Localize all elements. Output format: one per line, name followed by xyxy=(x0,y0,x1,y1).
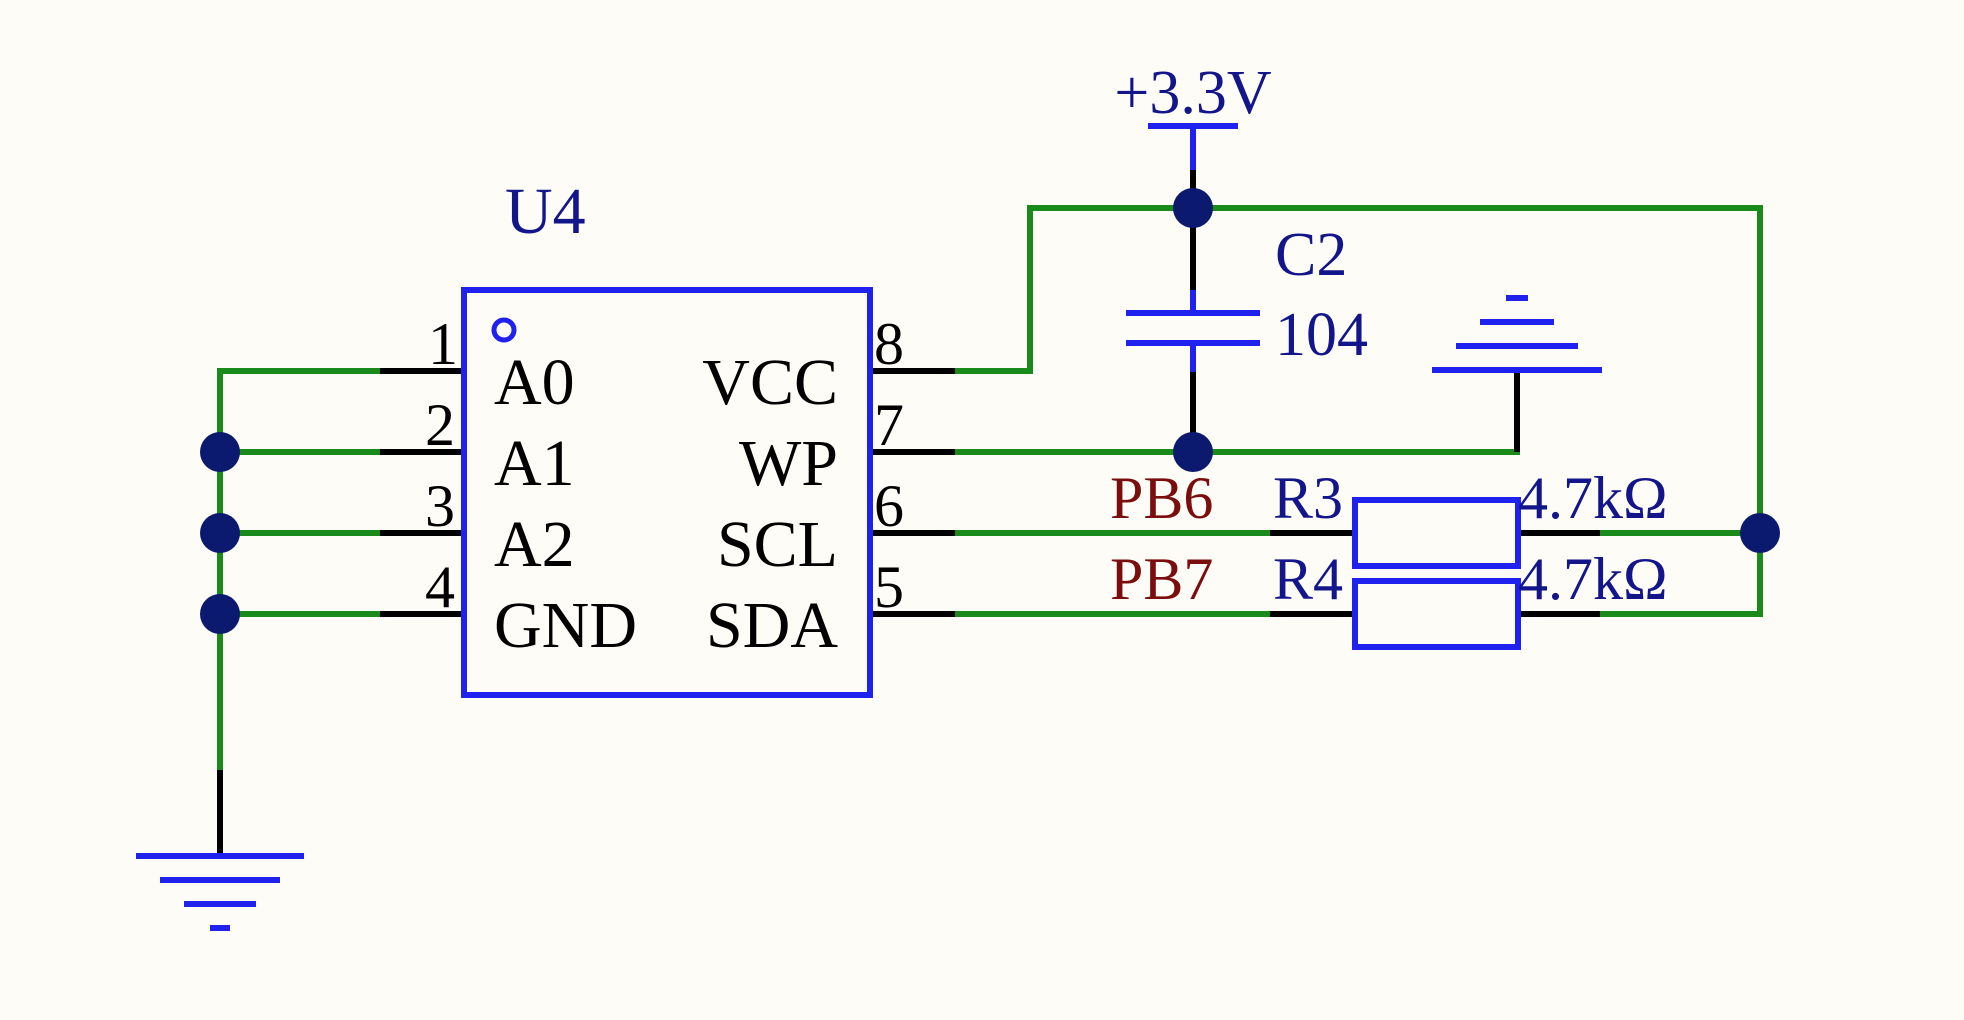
junction-vcc xyxy=(1173,188,1213,228)
pin-number-4: 4 xyxy=(425,554,455,620)
pin-number-8: 8 xyxy=(874,311,904,377)
ground-symbol-left xyxy=(136,853,304,931)
wire-vcc xyxy=(952,205,1763,617)
junction-gnd xyxy=(200,594,240,634)
pin1-indicator xyxy=(491,317,517,343)
junction-wp xyxy=(1173,432,1213,472)
resistor-r4: R4 4.7kΩ PB7 xyxy=(1110,546,1668,650)
pin-stubs xyxy=(217,128,1600,855)
pin-number-3: 3 xyxy=(425,473,455,539)
pin-name-gnd: GND xyxy=(494,589,637,662)
r4-designator: R4 xyxy=(1273,546,1343,612)
power-symbol: +3.3V xyxy=(1114,59,1272,170)
net-label-pb6: PB6 xyxy=(1110,465,1213,531)
pin-number-2: 2 xyxy=(425,392,455,458)
pin-name-a0: A0 xyxy=(494,346,575,419)
pin-name-a1: A1 xyxy=(494,427,575,500)
net-label-pb7: PB7 xyxy=(1110,546,1213,612)
r4-body xyxy=(1352,578,1521,650)
pin-name-wp: WP xyxy=(739,427,838,500)
junction-a2 xyxy=(200,513,240,553)
wires xyxy=(217,205,1763,773)
junction-pullup xyxy=(1740,513,1780,553)
pin-name-a2: A2 xyxy=(494,508,575,581)
pin-name-sda: SDA xyxy=(706,589,838,662)
ground-symbol-right xyxy=(1432,295,1602,373)
capacitor-c2: C2 104 xyxy=(1126,221,1368,372)
junction-a1 xyxy=(200,432,240,472)
pin-number-6: 6 xyxy=(874,473,904,539)
pin-number-7: 7 xyxy=(874,392,904,458)
wire-a0-to-left-bus xyxy=(217,368,383,773)
r3-body xyxy=(1352,497,1521,569)
ic-designator: U4 xyxy=(505,175,586,248)
junctions xyxy=(200,188,1780,634)
r3-designator: R3 xyxy=(1273,465,1343,531)
pin-number-5: 5 xyxy=(874,554,904,620)
cap-value: 104 xyxy=(1275,301,1368,369)
r3-value: 4.7kΩ xyxy=(1518,465,1668,531)
resistor-r3: R3 4.7kΩ PB6 xyxy=(1110,465,1668,569)
cap-designator: C2 xyxy=(1275,221,1347,289)
pin-number-1: 1 xyxy=(428,311,458,377)
ic-body xyxy=(461,287,873,698)
r4-value: 4.7kΩ xyxy=(1518,546,1668,612)
pin-name-vcc: VCC xyxy=(702,346,838,419)
pin-name-scl: SCL xyxy=(717,508,838,581)
power-label: +3.3V xyxy=(1114,59,1271,127)
